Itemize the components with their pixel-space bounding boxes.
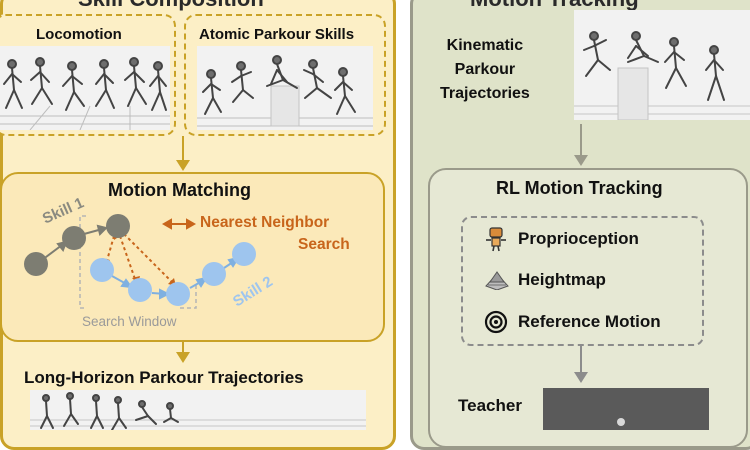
skill1-node-3 <box>106 214 130 238</box>
arrow-head-2 <box>176 352 190 363</box>
nn-legend-arrow <box>161 218 197 230</box>
teacher-figure <box>617 418 625 426</box>
arrow-line-2 <box>182 342 184 356</box>
teacher-label: Teacher <box>458 396 522 415</box>
skill2-node-2 <box>128 278 152 302</box>
kinematic-obstacle <box>617 67 649 120</box>
target-icon <box>484 310 508 334</box>
skill2-node-5 <box>232 242 256 266</box>
nn-label-line1: Nearest Neighbor <box>200 214 330 231</box>
atomic-skills-image <box>197 46 373 130</box>
kinematic-trajectory-image <box>574 10 750 120</box>
long-horizon-figures <box>30 392 366 430</box>
skill1-node-1 <box>24 252 48 276</box>
arrow-head-1 <box>176 160 190 171</box>
observations-box <box>461 216 704 346</box>
arrow-line-4 <box>580 346 582 374</box>
skill2-node-3 <box>166 282 190 306</box>
rl-title: RL Motion Tracking <box>496 178 663 198</box>
skill-composition-title: Skill Composition <box>78 0 264 12</box>
motion-matching-box <box>0 172 385 342</box>
kinematic-figures <box>574 31 750 120</box>
arrow-line-1 <box>182 136 184 164</box>
heightmap-icon <box>485 271 509 290</box>
obstacle-box <box>270 85 300 127</box>
atomic-skills-figures <box>197 55 373 127</box>
kinematic-label-line1: Kinematic <box>446 37 524 54</box>
skill1-node-2 <box>62 226 86 250</box>
search-window-left <box>79 215 86 309</box>
teacher-image <box>543 388 709 430</box>
atomic-skills-label: Atomic Parkour Skills <box>199 26 355 43</box>
motion-tracking-title: Motion Tracking <box>470 0 639 12</box>
locomotion-image <box>0 46 170 130</box>
arrow-line-3 <box>580 124 582 158</box>
motion-matching-diagram <box>24 214 256 309</box>
arrow-head-3 <box>574 155 588 166</box>
search-window-label: Search Window <box>82 314 177 329</box>
kinematic-label-line2: Parkour <box>454 61 516 78</box>
kinematic-label: Kinematic Parkour Trajectories <box>440 34 530 106</box>
long-horizon-label: Long-Horizon Parkour Trajectories <box>24 368 304 387</box>
skill2-node-1 <box>90 258 114 282</box>
locomotion-figures <box>0 57 170 130</box>
long-horizon-image <box>30 390 366 430</box>
observation-reference-motion: Reference Motion <box>518 312 661 331</box>
arrow-head-4 <box>574 372 588 383</box>
skill2-node-4 <box>202 262 226 286</box>
observation-heightmap: Heightmap <box>518 270 606 289</box>
robot-icon <box>486 227 506 252</box>
motion-matching-title: Motion Matching <box>108 180 251 200</box>
locomotion-label: Locomotion <box>36 26 122 43</box>
kinematic-label-line3: Trajectories <box>440 85 530 102</box>
nn-label-line2: Search <box>298 236 350 253</box>
observation-proprioception: Proprioception <box>518 229 639 248</box>
search-window-right <box>180 282 197 309</box>
